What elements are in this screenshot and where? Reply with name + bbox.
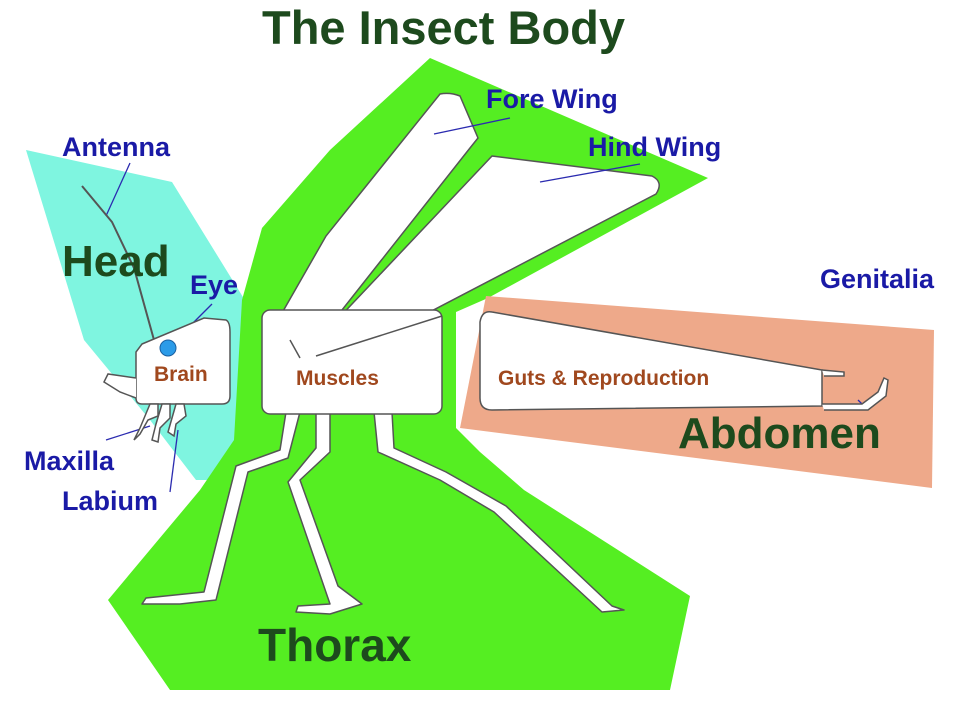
genitalia-label: Genitalia [820,264,935,294]
abdomen-box [479,310,823,411]
abdomen-label: Abdomen [678,409,881,458]
hind-wing-pointer [539,163,641,183]
labium-label: Labium [62,486,159,516]
brain-label: Brain [154,363,208,386]
bottom-band [0,706,960,720]
legs [141,411,625,615]
head-capsule [135,317,231,405]
muscles-label: Muscles [296,367,379,390]
antenna [81,185,155,341]
eye-dot [159,339,177,357]
thorax-box [261,309,443,415]
mandible [103,373,137,399]
hind-wing-label: Hind Wing [588,132,722,162]
labium-pointer [169,429,179,493]
eye-label: Eye [190,270,239,300]
hind-wing-base [315,315,443,357]
maxilla-label: Maxilla [24,446,115,476]
head-label: Head [62,237,170,286]
genitalia [821,369,889,411]
thorax-label: Thorax [258,619,412,671]
guts-label: Guts & Reproduction [498,367,710,390]
fore-wing-base [289,339,301,359]
diagram-title: The Insect Body [262,1,626,54]
mouthparts [133,403,187,443]
antenna-label: Antenna [62,132,170,162]
fore-wing-pointer [433,117,511,135]
fore-wing-label: Fore Wing [486,84,618,114]
antenna-pointer [105,162,131,217]
